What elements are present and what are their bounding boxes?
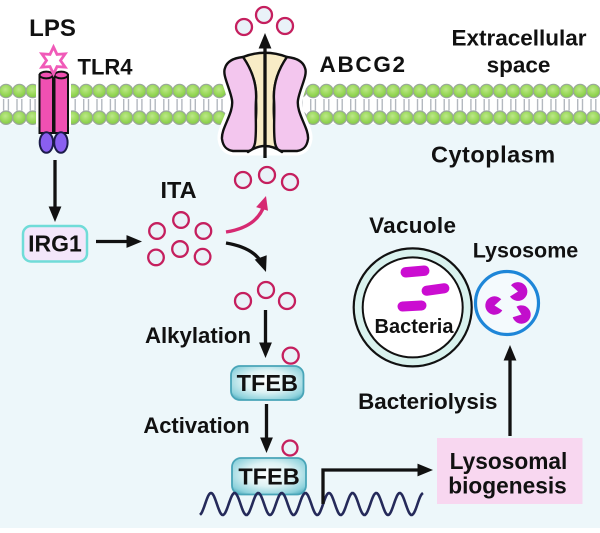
svg-text:Bacteriolysis: Bacteriolysis bbox=[358, 389, 497, 414]
svg-text:Extracellular: Extracellular bbox=[451, 26, 586, 51]
svg-text:LPS: LPS bbox=[29, 15, 76, 42]
svg-text:ITA: ITA bbox=[160, 177, 196, 203]
svg-text:Cytoplasm: Cytoplasm bbox=[431, 142, 556, 168]
svg-text:Lysosome: Lysosome bbox=[473, 239, 579, 263]
svg-text:TFEB: TFEB bbox=[238, 464, 299, 490]
svg-text:Bacteria: Bacteria bbox=[375, 316, 455, 338]
svg-text:ABCG2: ABCG2 bbox=[320, 52, 407, 77]
svg-text:Activation: Activation bbox=[143, 413, 249, 438]
svg-text:space: space bbox=[487, 53, 551, 78]
svg-text:TLR4: TLR4 bbox=[78, 55, 134, 80]
svg-text:Vacuole: Vacuole bbox=[369, 213, 456, 238]
svg-text:Alkylation: Alkylation bbox=[145, 323, 251, 348]
svg-text:biogenesis: biogenesis bbox=[448, 473, 567, 499]
svg-text:IRG1: IRG1 bbox=[28, 231, 82, 257]
svg-text:Lysosomal: Lysosomal bbox=[450, 448, 568, 474]
svg-text:TFEB: TFEB bbox=[237, 370, 298, 396]
